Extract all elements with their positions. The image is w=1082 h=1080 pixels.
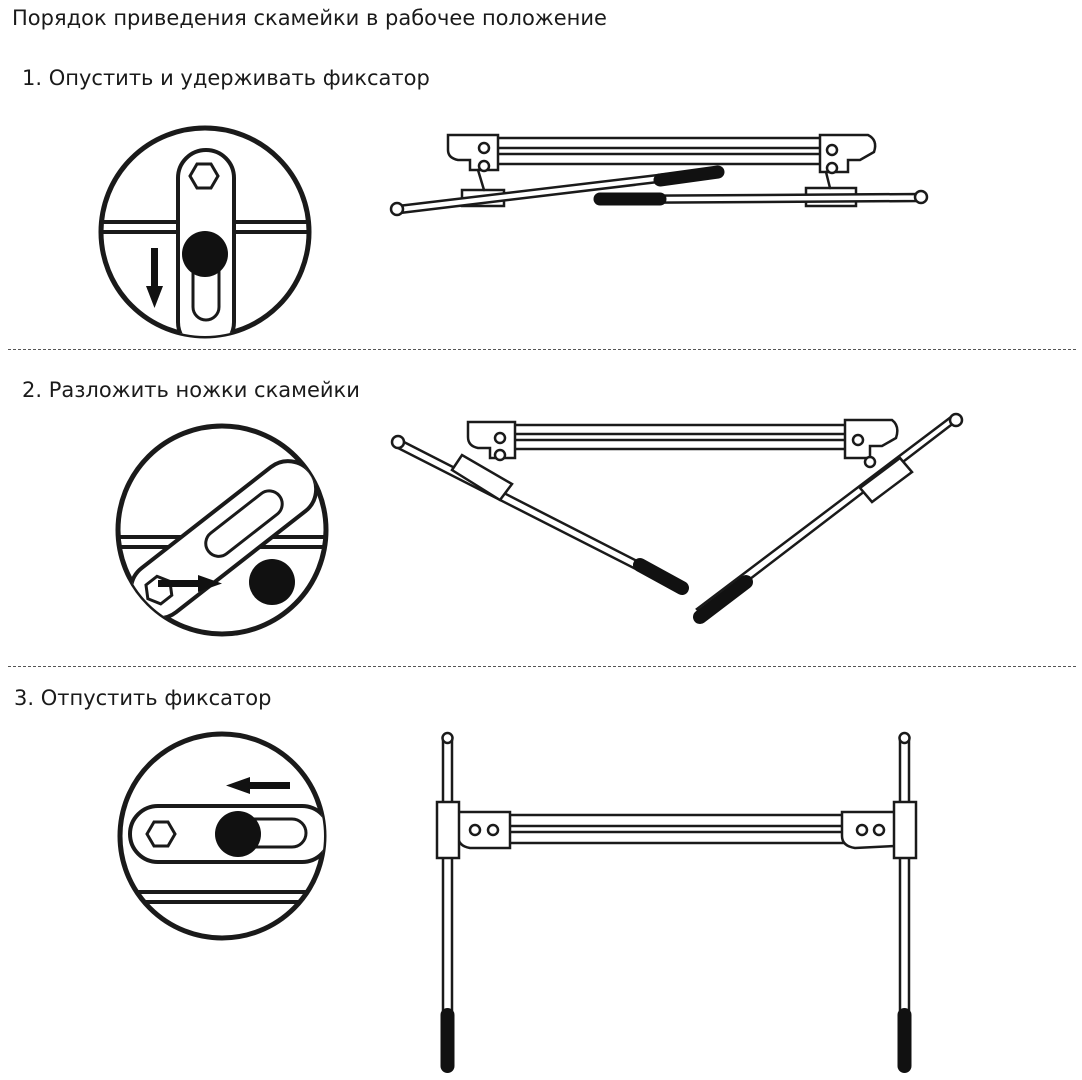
step-2-label: 2. Разложить ножки скамейки bbox=[22, 378, 360, 402]
step-divider-1 bbox=[8, 349, 1076, 350]
step-2-unfolding-bench bbox=[390, 412, 964, 624]
arrow-left-icon bbox=[226, 777, 290, 794]
arrow-down-icon bbox=[146, 248, 163, 308]
hex-bolt-icon bbox=[145, 820, 177, 848]
step-3-unfolded-bench bbox=[435, 731, 918, 1073]
step-3-label: 3. Отпустить фиксатор bbox=[14, 686, 272, 710]
step-3-latch-detail bbox=[117, 731, 327, 941]
step-1-label: 1. Опустить и удерживать фиксатор bbox=[22, 66, 430, 90]
latch-button bbox=[182, 231, 228, 277]
arrow-right-icon bbox=[158, 575, 222, 592]
step-1-folded-bench bbox=[389, 133, 929, 217]
page-title: Порядок приведения скамейки в рабочее по… bbox=[12, 6, 607, 30]
latch-button bbox=[249, 559, 295, 605]
step-2-latch-detail bbox=[115, 423, 329, 637]
latch-button bbox=[215, 811, 261, 857]
hex-bolt-icon bbox=[188, 162, 220, 190]
step-1-latch-detail bbox=[98, 125, 312, 339]
step-divider-2 bbox=[8, 666, 1076, 667]
